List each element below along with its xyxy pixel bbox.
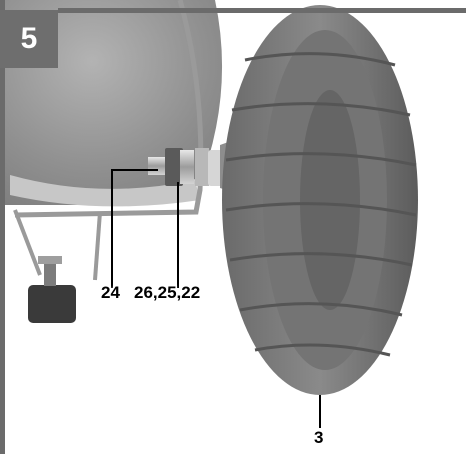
step-number-badge: 5 (0, 10, 58, 68)
callout-label-nut-washers: 26,25,22 (134, 283, 201, 302)
stand-frame (14, 0, 204, 218)
callout-label-bolt: 24 (101, 283, 120, 302)
left-border (0, 0, 5, 454)
top-border (58, 8, 466, 13)
rubber-foot (28, 285, 76, 323)
callout-label-wheel: 3 (314, 428, 324, 447)
tank-rim (10, 175, 200, 207)
leader-24 (111, 169, 158, 288)
